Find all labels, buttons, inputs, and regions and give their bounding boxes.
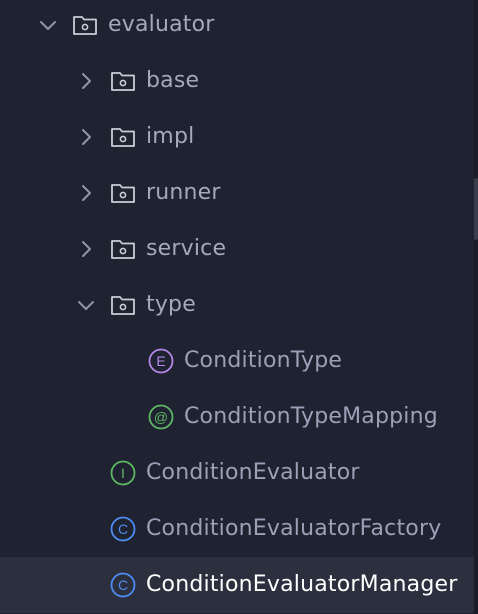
tree-node-label: service bbox=[146, 236, 227, 261]
tree-node-label: ConditionTypeMapping bbox=[184, 404, 438, 429]
tree-node-condition-type-mapping[interactable]: @ ConditionTypeMapping bbox=[0, 389, 474, 445]
folder-icon bbox=[110, 124, 136, 150]
tree-node-label: ConditionEvaluator bbox=[146, 460, 360, 485]
interface-icon: I bbox=[110, 460, 136, 486]
tree-node-label: base bbox=[146, 68, 200, 93]
svg-text:C: C bbox=[118, 521, 128, 537]
annotation-icon: @ bbox=[148, 404, 174, 430]
scrollbar-thumb[interactable] bbox=[474, 178, 478, 240]
tree-node-type[interactable]: type bbox=[0, 277, 474, 333]
tree-node-condition-evaluator-manager[interactable]: C ConditionEvaluatorManager bbox=[0, 557, 474, 613]
chevron-right-icon[interactable] bbox=[76, 183, 96, 203]
chevron-right-icon[interactable] bbox=[76, 127, 96, 147]
chevron-down-icon[interactable] bbox=[76, 295, 96, 315]
vertical-scrollbar[interactable] bbox=[474, 0, 478, 614]
tree-node-condition-evaluator-factory[interactable]: C ConditionEvaluatorFactory bbox=[0, 501, 474, 557]
folder-icon bbox=[110, 236, 136, 262]
chevron-right-icon[interactable] bbox=[76, 71, 96, 91]
tree-node-label: impl bbox=[146, 124, 195, 149]
tree-node-evaluator[interactable]: evaluator bbox=[0, 0, 474, 53]
tree-node-label: runner bbox=[146, 180, 221, 205]
tree-node-label: ConditionType bbox=[184, 348, 343, 373]
tree-node-label: evaluator bbox=[108, 12, 215, 37]
tree-node-service[interactable]: service bbox=[0, 221, 474, 277]
svg-text:@: @ bbox=[154, 409, 168, 425]
svg-text:E: E bbox=[156, 353, 165, 369]
svg-text:C: C bbox=[118, 577, 128, 593]
folder-icon bbox=[72, 12, 98, 38]
tree-node-label: ConditionEvaluatorManager bbox=[146, 572, 458, 597]
svg-text:I: I bbox=[121, 465, 125, 481]
folder-icon bbox=[110, 180, 136, 206]
tree-node-condition-evaluator[interactable]: I ConditionEvaluator bbox=[0, 445, 474, 501]
class-icon: C bbox=[110, 572, 136, 598]
chevron-right-icon[interactable] bbox=[76, 239, 96, 259]
folder-icon bbox=[110, 68, 136, 94]
folder-icon bbox=[110, 292, 136, 318]
tree-node-label: type bbox=[146, 292, 196, 317]
tree-node-impl[interactable]: impl bbox=[0, 109, 474, 165]
tree-node-base[interactable]: base bbox=[0, 53, 474, 109]
tree-node-runner[interactable]: runner bbox=[0, 165, 474, 221]
tree-node-condition-type[interactable]: E ConditionType bbox=[0, 333, 474, 389]
enum-icon: E bbox=[148, 348, 174, 374]
class-icon: C bbox=[110, 516, 136, 542]
tree-node-label: ConditionEvaluatorFactory bbox=[146, 516, 442, 541]
chevron-down-icon[interactable] bbox=[38, 15, 58, 35]
